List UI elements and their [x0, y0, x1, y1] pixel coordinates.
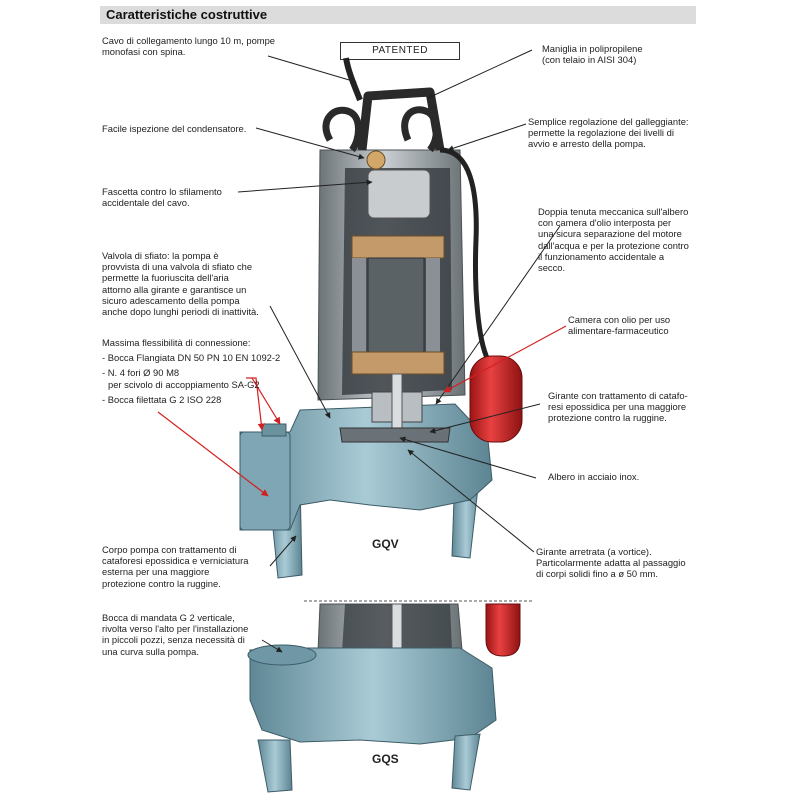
power-cable [343, 57, 363, 102]
leader-float-adjust [447, 123, 527, 152]
leader-lines-red [157, 325, 567, 497]
handle [357, 87, 445, 151]
section-title: Caratteristiche costruttive [106, 7, 268, 22]
patented-badge: PATENTED [340, 42, 460, 60]
float-cable [439, 147, 491, 362]
float-switch [469, 355, 523, 443]
gqv-pump [239, 57, 523, 579]
leader-shaft [399, 436, 537, 479]
leader-outlet [261, 639, 283, 653]
label-seal: Doppia tenuta meccanica sull'albero con … [538, 206, 689, 274]
stator-winding-bottom [351, 351, 445, 375]
leader-oil-chamber [443, 325, 567, 393]
leader-handle [427, 49, 533, 99]
leader-condenser [255, 127, 365, 160]
leader-impeller [429, 403, 541, 434]
gqs-volute [249, 647, 497, 745]
leader-holes [251, 377, 281, 425]
gqs-float-switch [485, 603, 521, 657]
rotor [367, 257, 425, 369]
connection-title: Massima flessibilità di connessione: [102, 337, 251, 348]
leader-body [269, 535, 297, 567]
model-label-gqs: GQS [372, 752, 399, 766]
leader-lines [237, 49, 561, 653]
label-outlet: Bocca di mandata G 2 verticale, rivolta … [102, 612, 249, 657]
capacitor [367, 169, 431, 219]
model-label-gqv: GQV [372, 537, 399, 551]
leader-valve [269, 305, 331, 419]
label-connection: Massima flessibilità di connessione: - B… [102, 337, 281, 405]
label-float-adjust: Semplice regolazione del galleggiante: p… [528, 116, 689, 150]
leader-seal [435, 225, 561, 405]
leader-cable [267, 55, 357, 84]
label-condenser: Facile ispezione del condensatore. [102, 123, 247, 134]
label-recessed-impeller: Girante arretrata (a vortice). Particola… [536, 546, 686, 580]
gqs-vertical-outlet [247, 644, 317, 666]
leader-thread [157, 411, 269, 497]
stator-winding-top [351, 235, 445, 259]
leader-flange [246, 377, 265, 431]
label-cable: Cavo di collegamento lungo 10 m, pompe m… [102, 35, 276, 58]
label-handle: Maniglia in polipropilene (con telaio in… [542, 43, 643, 66]
section-header: Caratteristiche costruttive [100, 6, 696, 24]
impeller [339, 427, 451, 443]
label-valve: Valvola di sfiato: la pompa è provvista … [102, 250, 259, 318]
label-impeller: Girante con trattamento di catafo- resi … [548, 390, 688, 424]
leader-clamp [237, 179, 373, 193]
label-pump-body: Corpo pompa con trattamento di catafores… [102, 544, 249, 589]
label-clamp: Fascetta contro lo sfilamento accidental… [102, 186, 222, 209]
gqs-pump [247, 600, 532, 793]
label-shaft: Albero in acciaio inox. [548, 471, 640, 482]
leader-recessed [407, 449, 535, 553]
label-oil-chamber: Camera con olio per uso alimentare-farma… [568, 314, 671, 337]
